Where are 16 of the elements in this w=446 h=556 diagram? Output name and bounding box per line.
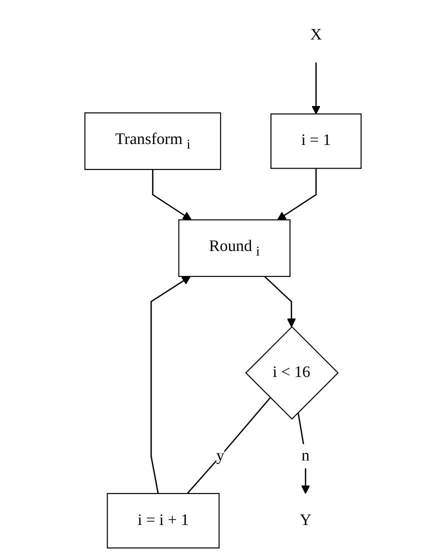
arrow [152, 169, 192, 220]
edge-label: y [216, 447, 224, 464]
edge-label: n [302, 447, 310, 464]
arrow [297, 412, 310, 494]
connector [186, 397, 271, 494]
node-box: Round $_{i}$ [178, 219, 290, 277]
node-box: i = 1 [270, 113, 362, 169]
arrow [150, 276, 191, 494]
node-text: X [310, 26, 322, 44]
node-text: Y [300, 512, 312, 529]
arrow [277, 168, 317, 220]
node-diamond: i < 16 [245, 326, 339, 420]
node-box: Transform $_{i}$ [84, 112, 222, 170]
arrow [312, 62, 320, 114]
arrow [264, 276, 296, 328]
node-box: i = i + 1 [106, 493, 220, 548]
